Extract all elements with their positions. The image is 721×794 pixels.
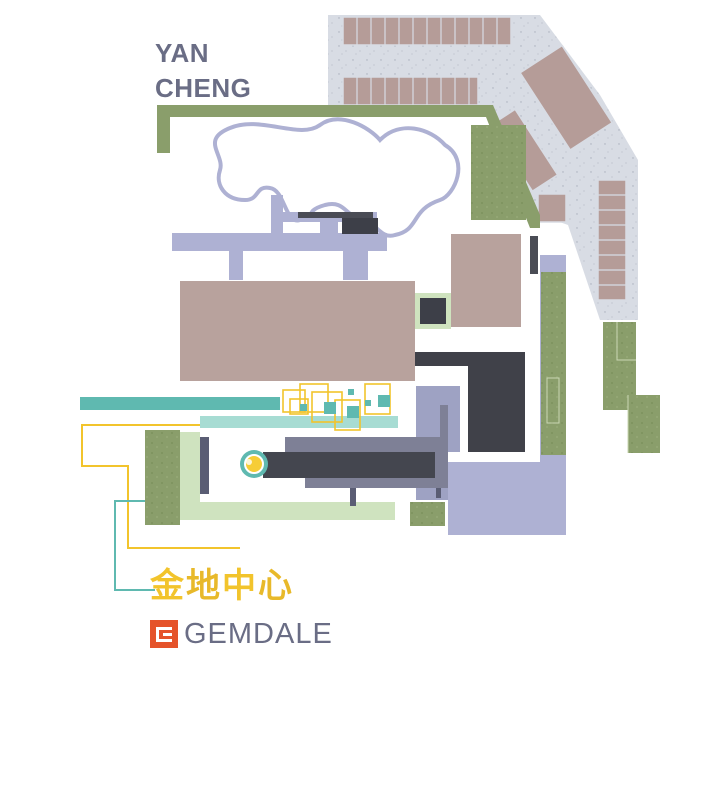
- yellow-square-cluster: [282, 383, 391, 431]
- small-dark-pillar-2: [350, 488, 356, 506]
- brand-char-3: 中: [222, 566, 258, 606]
- main-building: [180, 281, 415, 381]
- east-lawn-inner: [546, 377, 560, 424]
- light-green-path: [180, 432, 395, 520]
- leader-line-teal: [114, 500, 155, 591]
- chinese-brand-name: 金地中心: [150, 566, 294, 606]
- leader-line-yellow: [81, 424, 240, 549]
- place-label-line-2: CHENG: [155, 73, 252, 103]
- lawn-southeast-lines: [616, 322, 636, 453]
- dark-building: [415, 352, 525, 452]
- east-lawn-strip: [541, 272, 566, 455]
- brand-char-4: 心: [258, 566, 294, 606]
- pavilion-block: [342, 218, 378, 234]
- north-walkways: [172, 195, 387, 280]
- east-building: [451, 234, 521, 327]
- dark-bar: [263, 452, 435, 478]
- small-dark-pillar-1: [200, 437, 209, 494]
- teal-tiles: [300, 389, 390, 418]
- gemdale-logo-icon: [150, 620, 178, 648]
- lawn-southeast-bottom: [410, 502, 445, 526]
- brand-char-2: 地: [186, 566, 222, 606]
- teal-strip-light: [200, 416, 398, 428]
- place-label: YAN CHENG: [155, 36, 251, 106]
- lawn-southeast: [603, 322, 660, 453]
- pavilion-roof: [298, 212, 373, 218]
- courtyard-core: [420, 298, 446, 324]
- lawn-strip-east: [471, 125, 526, 220]
- east-corridor: [530, 236, 538, 274]
- fountain-highlight: [246, 459, 252, 465]
- brand-char-1: 金: [150, 566, 186, 606]
- place-label-line-1: YAN: [155, 38, 210, 68]
- english-brand: GEMDALE: [150, 618, 333, 650]
- parking-dividers: [356, 17, 626, 286]
- small-dark-pillar-3: [436, 488, 441, 498]
- teal-strip-long: [80, 397, 280, 410]
- brand-english-name: GEMDALE: [184, 617, 333, 650]
- plaza-paving: [448, 255, 566, 535]
- lawn-southwest: [145, 430, 180, 525]
